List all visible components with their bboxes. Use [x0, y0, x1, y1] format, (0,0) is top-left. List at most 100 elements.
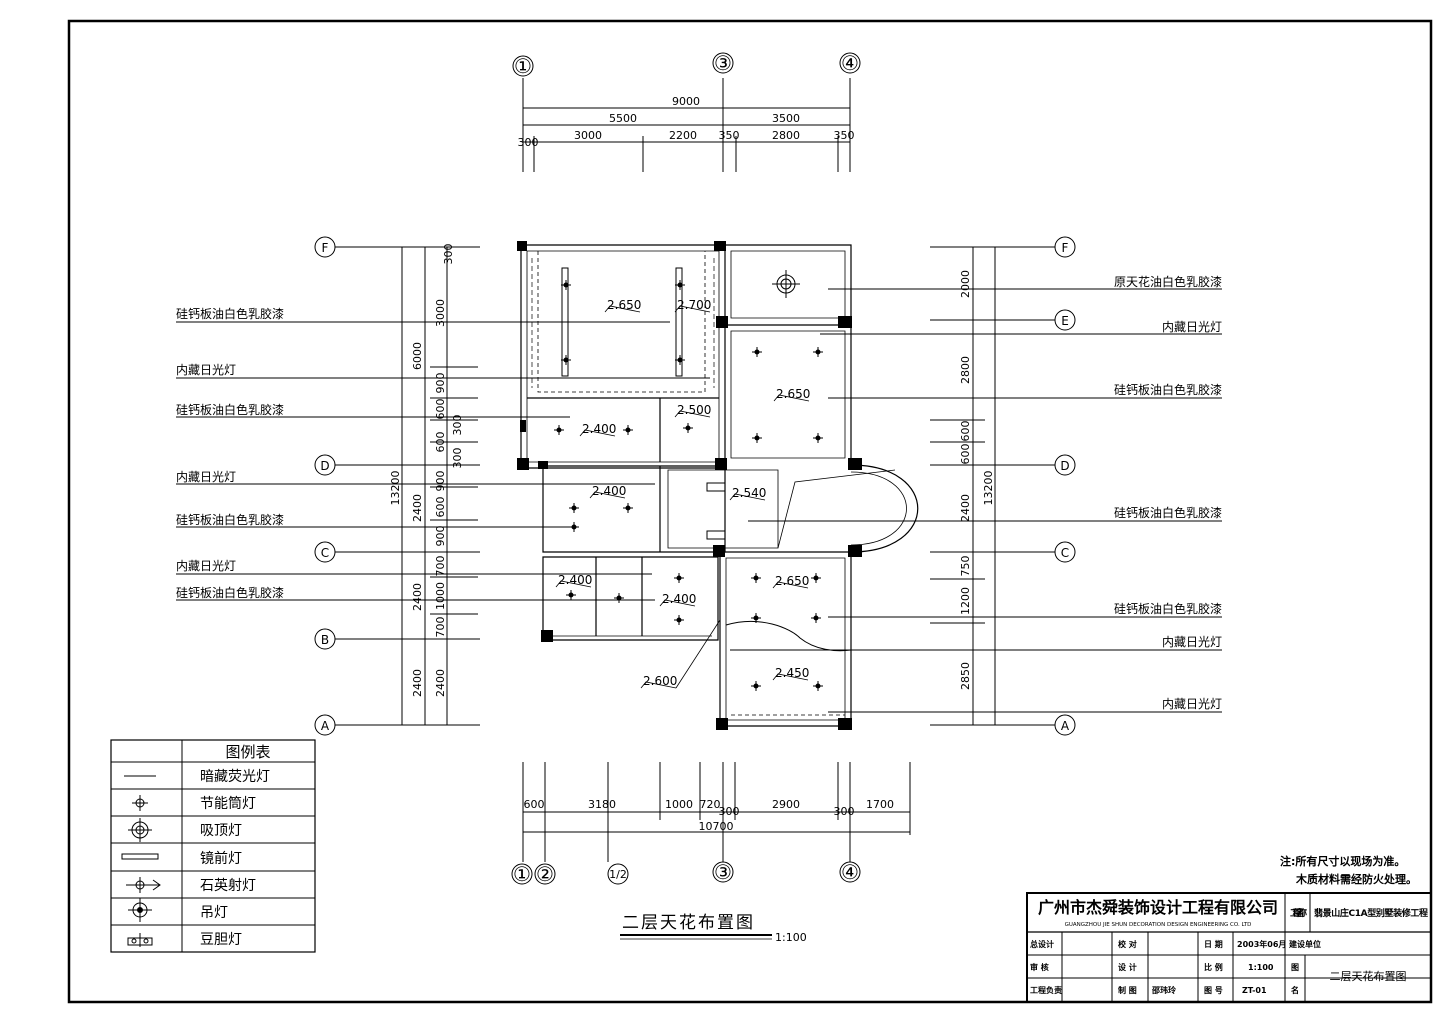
- downlight-marker: [566, 590, 576, 600]
- quartz-spotlight-icon: [126, 877, 161, 893]
- axis-bottom-half: 1/2: [609, 868, 627, 881]
- dim-right-600a: 600: [959, 421, 972, 442]
- dim-left-300b: 300: [451, 415, 464, 436]
- downlight-marker: [811, 613, 821, 623]
- right-leaders: [730, 288, 1222, 713]
- fixture-markers: [554, 280, 823, 691]
- left-leaders: [176, 321, 710, 601]
- label-silicate-board: 硅钙板油白色乳胶漆: [1114, 382, 1222, 397]
- downlight-marker: [561, 355, 571, 365]
- dim-left-2400b: 2400: [411, 583, 424, 611]
- dim-left-700b: 700: [434, 617, 447, 638]
- downlight-marker: [614, 593, 624, 603]
- downlight-marker: [675, 280, 685, 290]
- dim-top-2200: 2200: [669, 129, 697, 142]
- height-label: 2.500: [677, 403, 711, 417]
- wall-columns: [517, 241, 862, 730]
- tb-cell: 1:100: [1248, 963, 1274, 972]
- downlight-marker: [752, 433, 762, 443]
- dim-left-6000: 6000: [411, 342, 424, 370]
- height-label: 2.600: [643, 674, 677, 688]
- height-label: 2.650: [776, 387, 810, 401]
- axis-right-E: E: [1061, 314, 1069, 328]
- tb-cell: 总设计: [1030, 939, 1054, 949]
- bean-light-marker: [706, 530, 726, 540]
- downlight-marker: [561, 280, 571, 290]
- project-name: 翡景山庄C1A型别墅装修工程: [1314, 907, 1428, 919]
- dim-bottom-3180: 3180: [588, 798, 616, 811]
- dim-left-2400c: 2400: [411, 669, 424, 697]
- dim-left-600b: 600: [434, 432, 447, 453]
- drawing-scale: 1:100: [775, 931, 807, 944]
- row-axis-bubbles: F D C B A F E D C A: [314, 236, 1076, 736]
- axis-left-C: C: [321, 546, 329, 560]
- axis-top-4: ④: [841, 51, 859, 75]
- downlight-marker: [675, 355, 685, 365]
- height-label: 2.650: [607, 298, 641, 312]
- downlight-marker: [811, 573, 821, 583]
- bottom-dimensions: [522, 762, 911, 862]
- mirror-light-icon: [121, 853, 159, 860]
- dim-top-350a: 350: [719, 129, 740, 142]
- legend-label: 石英射灯: [200, 877, 256, 894]
- left-labels: 硅钙板油白色乳胶漆 内藏日光灯 硅钙板油白色乳胶漆 内藏日光灯 硅钙板油白色乳胶…: [176, 306, 284, 600]
- downlight-marker: [751, 681, 761, 691]
- tb-cell: 日 期: [1204, 939, 1223, 949]
- height-label: 2.400: [558, 573, 592, 587]
- legend-label: 吸顶灯: [200, 823, 242, 839]
- dim-bottom-300a: 300: [719, 805, 740, 818]
- label-cove-light: 内藏日光灯: [176, 470, 236, 484]
- dim-bottom-2900: 2900: [772, 798, 800, 811]
- downlight-icon: [132, 795, 148, 811]
- height-underlines: [555, 305, 810, 689]
- dim-right-1200: 1200: [959, 587, 972, 615]
- title-block-text: 广州市杰舜装饰设计工程有限公司 GUANGZHOU JIE SHUN DECOR…: [1030, 898, 1428, 995]
- tb-cell: 比 例: [1204, 962, 1223, 972]
- notes: 注:所有尺寸以现场为准。 木质材料需经防火处理。: [1280, 854, 1417, 886]
- top-dimension-text: 9000 5500 3500 300 3000 2200 350 2800 35…: [518, 95, 855, 149]
- tb-cell: 设 计: [1118, 962, 1137, 972]
- dim-left-2400d: 2400: [434, 669, 447, 697]
- downlight-marker: [752, 347, 762, 357]
- downlight-marker: [554, 425, 564, 435]
- right-dimension-lines: [930, 247, 996, 725]
- company-name: 广州市杰舜装饰设计工程有限公司: [1038, 898, 1278, 917]
- tb-cell: 图: [1291, 963, 1299, 972]
- right-labels: 原天花油白色乳胶漆 内藏日光灯 硅钙板油白色乳胶漆 硅钙板油白色乳胶漆 硅钙板油…: [1114, 274, 1222, 711]
- dim-right-total: 13200: [982, 471, 995, 506]
- note-line: 木质材料需经防火处理。: [1295, 872, 1417, 886]
- height-label: 2.540: [732, 486, 766, 500]
- label-silicate-board: 硅钙板油白色乳胶漆: [176, 402, 284, 417]
- drawing-title-text: 二层天花布置图: [622, 913, 755, 933]
- dim-bottom-300b: 300: [834, 805, 855, 818]
- dim-top-3500: 3500: [772, 112, 800, 125]
- row-axis-lines: [335, 246, 1055, 726]
- downlight-marker: [683, 423, 693, 433]
- dim-bottom-1700: 1700: [866, 798, 894, 811]
- ceiling-light-marker: [772, 270, 800, 298]
- tb-cell: ZT-01: [1242, 986, 1267, 995]
- axis-bottom-1: ①: [513, 862, 531, 886]
- label-silicate-board: 硅钙板油白色乳胶漆: [1114, 505, 1222, 520]
- dim-left-900c: 900: [434, 526, 447, 547]
- dim-left-300a: 300: [442, 244, 455, 265]
- axis-right-D: D: [1060, 459, 1069, 473]
- label-silicate-board: 硅钙板油白色乳胶漆: [176, 306, 284, 321]
- downlight-marker: [569, 503, 579, 513]
- dim-top-300: 300: [518, 136, 539, 149]
- tb-cell: 图 号: [1204, 986, 1223, 995]
- dim-top-5500: 5500: [609, 112, 637, 125]
- legend-label: 暗藏荧光灯: [200, 768, 270, 785]
- dim-left-600a: 600: [434, 399, 447, 420]
- height-label: 2.400: [582, 422, 616, 436]
- axis-right-A: A: [1061, 719, 1070, 733]
- tb-cell: 名: [1291, 985, 1299, 995]
- tb-cell: 校 对: [1118, 939, 1137, 949]
- dim-right-2400: 2400: [959, 494, 972, 522]
- label-cove-light: 内藏日光灯: [1162, 697, 1222, 711]
- dim-bottom-600: 600: [524, 798, 545, 811]
- dim-top-3000: 3000: [574, 129, 602, 142]
- label-silicate-board: 硅钙板油白色乳胶漆: [176, 585, 284, 600]
- dim-left-900b: 900: [434, 471, 447, 492]
- legend-label: 吊灯: [200, 905, 228, 921]
